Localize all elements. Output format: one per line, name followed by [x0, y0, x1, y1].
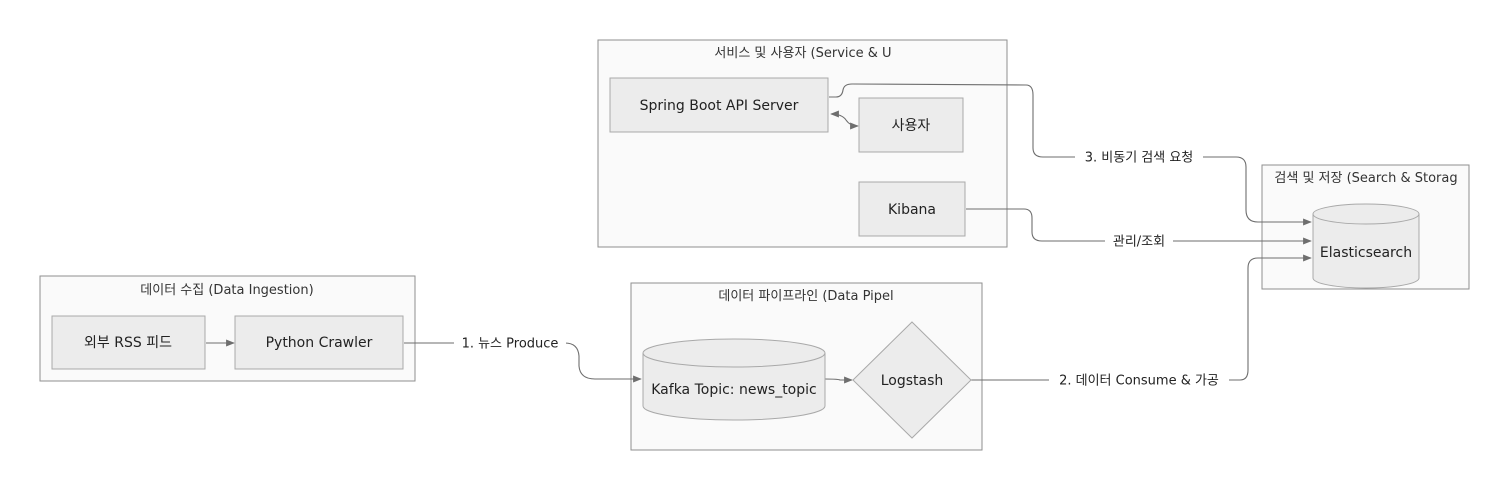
- svg-text:사용자: 사용자: [892, 118, 931, 134]
- svg-text:Spring Boot API Server: Spring Boot API Server: [640, 98, 799, 114]
- node-rss-feed[interactable]: 외부 RSS 피드: [51, 315, 206, 370]
- svg-text:2. 데이터 Consume & 가공: 2. 데이터 Consume & 가공: [1059, 374, 1219, 389]
- svg-text:관리/조회: 관리/조회: [1113, 235, 1165, 250]
- svg-text:1. 뉴스 Produce: 1. 뉴스 Produce: [462, 337, 559, 352]
- node-elasticsearch[interactable]: Elasticsearch: [1312, 203, 1420, 289]
- edge-kibana-to-elastic: [966, 208, 1312, 245]
- edge-label-manage: 관리/조회: [1105, 233, 1173, 250]
- cluster-title-pipeline: 데이터 파이프라인 (Data Pipel: [718, 289, 893, 304]
- cluster-title-storage: 검색 및 저장 (Search & Storag: [1274, 171, 1457, 186]
- edge-user-spring-bidirectional: [830, 110, 859, 130]
- svg-text:Logstash: Logstash: [881, 373, 944, 389]
- svg-text:Elasticsearch: Elasticsearch: [1320, 245, 1412, 261]
- svg-text:3. 비동기 검색 요청: 3. 비동기 검색 요청: [1085, 151, 1194, 166]
- svg-text:Python Crawler: Python Crawler: [266, 335, 373, 351]
- node-spring-boot-api-server[interactable]: Spring Boot API Server: [609, 77, 829, 133]
- svg-text:Kibana: Kibana: [888, 202, 936, 218]
- cluster-title-ingestion: 데이터 수집 (Data Ingestion): [140, 283, 313, 298]
- node-python-crawler[interactable]: Python Crawler: [234, 315, 404, 370]
- edge-logstash-to-elastic: [971, 254, 1312, 381]
- node-logstash[interactable]: Logstash: [852, 321, 972, 439]
- edge-label-consume: 2. 데이터 Consume & 가공: [1049, 372, 1229, 389]
- svg-text:Kafka Topic: news_topic: Kafka Topic: news_topic: [651, 382, 816, 398]
- edge-kafka-to-logstash: [824, 376, 853, 384]
- svg-text:외부 RSS 피드: 외부 RSS 피드: [84, 335, 172, 351]
- node-user[interactable]: 사용자: [858, 97, 964, 153]
- edge-label-produce: 1. 뉴스 Produce: [454, 335, 566, 352]
- node-kafka-topic[interactable]: Kafka Topic: news_topic: [642, 338, 826, 421]
- edge-label-search: 3. 비동기 검색 요청: [1075, 149, 1203, 166]
- node-kibana[interactable]: Kibana: [858, 181, 966, 237]
- edge-spring-to-elastic: [829, 83, 1312, 226]
- edge-crawler-to-kafka: [404, 342, 642, 383]
- cluster-title-service: 서비스 및 사용자 (Service & U: [714, 46, 891, 61]
